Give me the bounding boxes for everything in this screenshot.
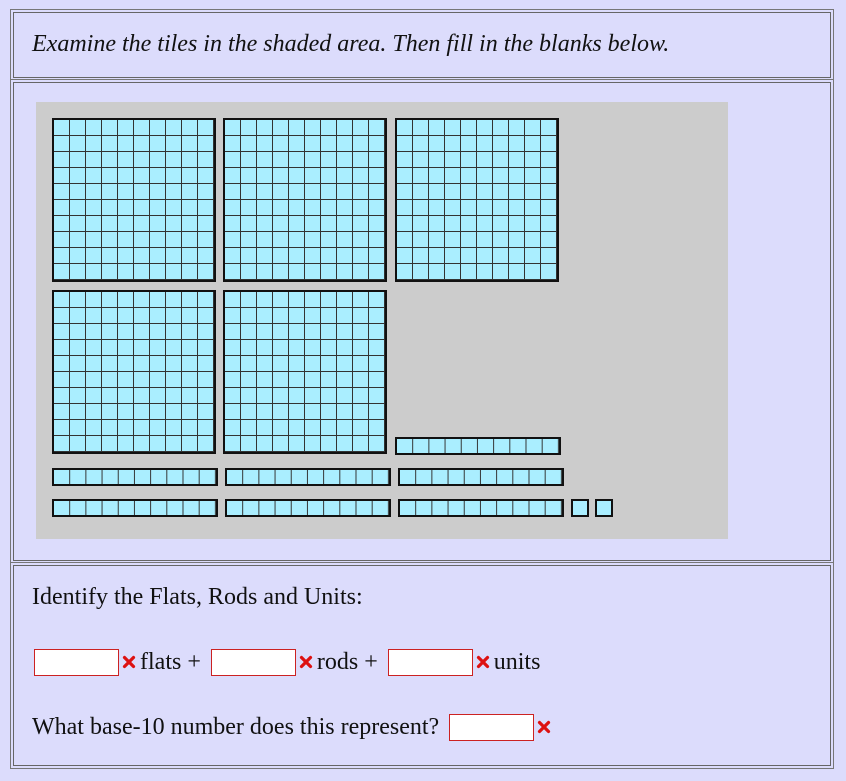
- answer-heading: Identify the Flats, Rods and Units:: [32, 584, 363, 610]
- x-mark-icon: [122, 655, 136, 669]
- base10-number-input[interactable]: [449, 713, 535, 741]
- x-mark-icon: [299, 655, 313, 669]
- rod-tile: [395, 437, 561, 455]
- answer-panel: Identify the Flats, Rods and Units: flat…: [13, 565, 831, 766]
- instructions-panel: Examine the tiles in the shaded area. Th…: [13, 12, 831, 78]
- flats-input[interactable]: [34, 648, 119, 676]
- rods-input[interactable]: [210, 648, 296, 676]
- x-mark-icon: [537, 720, 551, 734]
- flat-tile: [52, 118, 216, 282]
- rod-tile: [398, 499, 564, 517]
- rod-tile: [52, 499, 218, 517]
- flat-tile: [52, 290, 216, 454]
- base10-question-row: What base-10 number does this represent?: [32, 713, 555, 741]
- instructions-text: Examine the tiles in the shaded area. Th…: [32, 31, 670, 57]
- units-input[interactable]: [387, 648, 473, 676]
- units-label: units: [493, 648, 541, 675]
- unit-tile: [571, 499, 589, 517]
- base10-question: What base-10 number does this represent?: [32, 713, 440, 740]
- tile-count-row: flats + rods + units: [34, 648, 540, 676]
- rod-tile: [398, 468, 564, 486]
- shaded-tile-area: [36, 102, 728, 539]
- flats-label: flats +: [140, 648, 201, 675]
- tiles-panel: [13, 82, 831, 561]
- x-mark-icon: [476, 655, 490, 669]
- rod-tile: [225, 499, 391, 517]
- flat-tile: [395, 118, 559, 282]
- flat-tile: [223, 118, 387, 282]
- rod-tile: [52, 468, 218, 486]
- unit-tile: [595, 499, 613, 517]
- rod-tile: [225, 468, 391, 486]
- rods-label: rods +: [316, 648, 378, 675]
- flat-tile: [223, 290, 387, 454]
